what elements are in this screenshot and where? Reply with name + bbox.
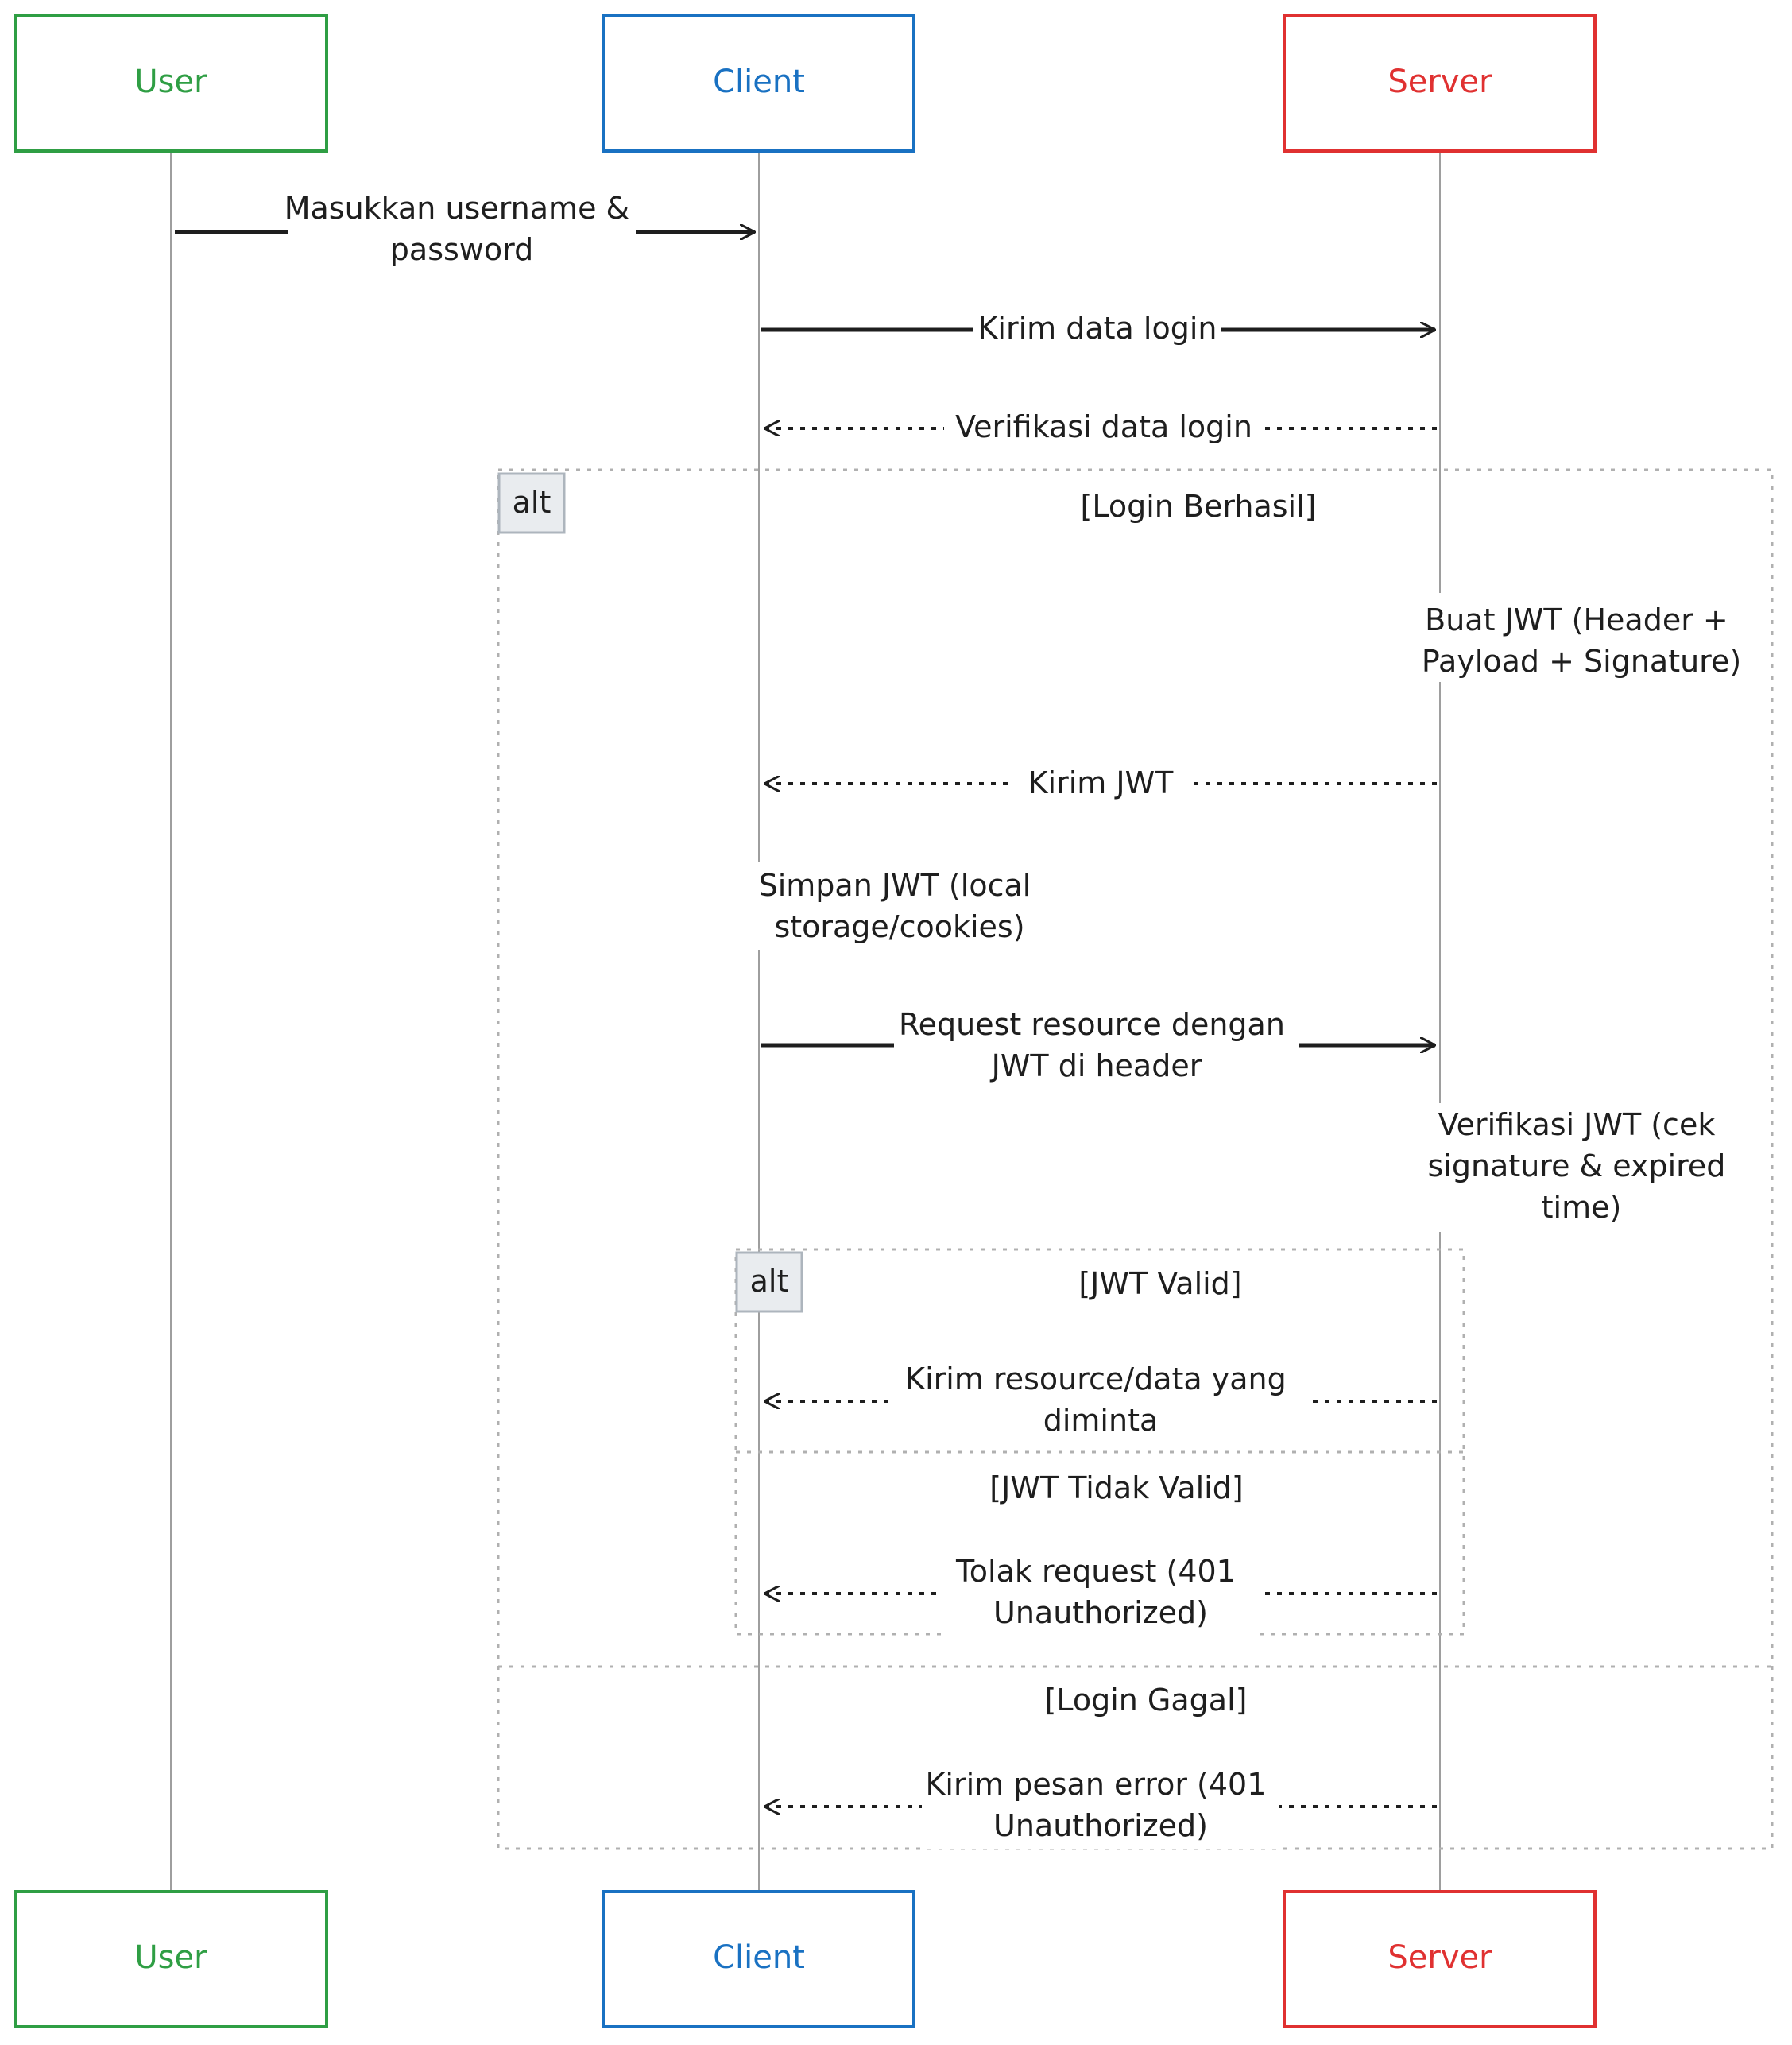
actor-client-top-label: Client (713, 64, 805, 100)
alt-fragment-login: alt [Login Berhasil] [Login Gagal] (497, 468, 1774, 1850)
message-tolak-request-line-1: Tolak request (401 (955, 1554, 1236, 1589)
message-masukkan-username-line-1: Masukkan username & (284, 191, 629, 226)
alt-section-login-gagal: [Login Gagal] (1045, 1683, 1248, 1718)
actor-client-bottom-box (602, 1890, 915, 2028)
actor-client-bottom-label: Client (713, 1939, 805, 1976)
message-tolak-request: Tolak request (401 Unauthorized) (764, 1550, 1437, 1636)
message-masukkan-username: Masukkan username & password (175, 184, 755, 273)
message-verifikasi-data-login-label: Verifikasi data login (955, 409, 1252, 444)
message-verifikasi-data-login-line-1: Verifikasi data login (955, 409, 1252, 444)
note-simpan-jwt-bg (753, 862, 1049, 950)
message-request-resource: Request resource dengan JWT di header (761, 1003, 1435, 1087)
note-simpan-jwt-line-1: Simpan JWT (local (759, 868, 1031, 903)
message-kirim-pesan-error-line-1: Kirim pesan error (401 (925, 1767, 1266, 1802)
message-kirim-pesan-error: Kirim pesan error (401 Unauthorized) (764, 1763, 1437, 1849)
note-buat-jwt: Buat JWT (Header + Payload + Signature) (1411, 593, 1755, 682)
alt-fragment-login-tag: alt (513, 485, 552, 520)
note-verifikasi-jwt-line-3: time) (1542, 1190, 1622, 1225)
message-kirim-data-login: Kirim data login (761, 306, 1435, 351)
alt-section-jwt-valid: [JWT Valid] (1078, 1266, 1241, 1301)
message-tolak-request-line-2: Unauthorized) (993, 1595, 1208, 1630)
note-buat-jwt-line-2: Payload + Signature) (1422, 644, 1741, 679)
actor-client-bottom: Client (602, 1890, 915, 2028)
note-buat-jwt-bg (1411, 593, 1755, 682)
note-verifikasi-jwt-text: Verifikasi JWT (cek signature & expired … (1427, 1107, 1735, 1225)
actor-user-bottom-label: User (134, 1939, 207, 1976)
message-kirim-pesan-error-label-bg (922, 1763, 1279, 1849)
note-simpan-jwt-text: Simpan JWT (local storage/cookies) (759, 868, 1041, 944)
message-masukkan-username-label: Masukkan username & password (284, 191, 640, 267)
message-kirim-resource-label-bg (894, 1358, 1307, 1443)
alt-fragment-login-frame (497, 468, 1774, 1850)
alt-fragment-jwt-tag-box (735, 1251, 803, 1313)
alt-fragment-jwt: alt [JWT Valid] [JWT Tidak Valid] (734, 1248, 1465, 1636)
message-kirim-pesan-error-line-2: Unauthorized) (993, 1808, 1208, 1843)
message-kirim-data-login-line-1: Kirim data login (978, 311, 1217, 346)
actor-server-top-box (1283, 14, 1597, 153)
alt-section-login-berhasil: [Login Berhasil] (1081, 489, 1317, 524)
actor-user-bottom: User (14, 1890, 328, 2028)
actor-server-bottom: Server (1283, 1890, 1597, 2028)
actor-server-bottom-label: Server (1388, 1939, 1492, 1976)
message-kirim-data-login-label-bg (973, 306, 1221, 351)
message-request-resource-label: Request resource dengan JWT di header (899, 1007, 1295, 1083)
actor-server-top: Server (1283, 14, 1597, 153)
message-request-resource-label-bg (894, 1003, 1299, 1087)
message-tolak-request-label-bg (942, 1550, 1258, 1636)
note-simpan-jwt-line-2: storage/cookies) (774, 909, 1024, 944)
message-kirim-jwt-label: Kirim JWT (1028, 765, 1175, 800)
note-verifikasi-jwt-line-1: Verifikasi JWT (cek (1438, 1107, 1716, 1142)
alt-section-jwt-tidak-valid: [JWT Tidak Valid] (989, 1470, 1243, 1505)
message-request-resource-line-2: JWT di header (990, 1048, 1202, 1083)
message-request-resource-line-1: Request resource dengan (899, 1007, 1285, 1042)
message-kirim-pesan-error-label: Kirim pesan error (401 Unauthorized) (925, 1767, 1275, 1843)
message-kirim-resource-line-2: diminta (1043, 1403, 1159, 1438)
actor-user-top-label: User (134, 64, 207, 100)
message-masukkan-username-line-2: password (390, 232, 533, 267)
message-kirim-jwt-line-1: Kirim JWT (1028, 765, 1175, 800)
message-verifikasi-data-login: Verifikasi data login (764, 405, 1437, 451)
message-tolak-request-label: Tolak request (401 Unauthorized) (955, 1554, 1245, 1630)
actor-client-top: Client (602, 14, 915, 153)
message-kirim-data-login-label: Kirim data login (978, 311, 1217, 346)
actor-server-bottom-box (1283, 1890, 1597, 2028)
note-simpan-jwt: Simpan JWT (local storage/cookies) (753, 862, 1049, 950)
actor-client-top-box (602, 14, 915, 153)
note-verifikasi-jwt-line-2: signature & expired (1427, 1148, 1725, 1183)
message-kirim-resource-label: Kirim resource/data yang diminta (905, 1361, 1296, 1438)
actor-user-top: User (14, 14, 328, 153)
actor-user-bottom-box (14, 1890, 328, 2028)
message-kirim-resource-line-1: Kirim resource/data yang (905, 1361, 1287, 1396)
message-kirim-jwt: Kirim JWT (764, 761, 1437, 806)
actor-server-top-label: Server (1388, 64, 1492, 100)
note-verifikasi-jwt-bg (1416, 1103, 1750, 1232)
message-kirim-resource: Kirim resource/data yang diminta (764, 1358, 1437, 1443)
actor-user-top-box (14, 14, 328, 153)
message-masukkan-username-label-bg (288, 184, 636, 273)
alt-fragment-jwt-tag: alt (750, 1264, 789, 1299)
note-buat-jwt-line-1: Buat JWT (Header + (1425, 602, 1728, 637)
message-kirim-jwt-label-bg (1013, 761, 1188, 806)
note-buat-jwt-text: Buat JWT (Header + Payload + Signature) (1422, 602, 1741, 679)
message-verifikasi-data-login-label-bg (944, 405, 1264, 451)
alt-fragment-login-tag-box (497, 472, 566, 534)
note-verifikasi-jwt: Verifikasi JWT (cek signature & expired … (1416, 1103, 1750, 1232)
